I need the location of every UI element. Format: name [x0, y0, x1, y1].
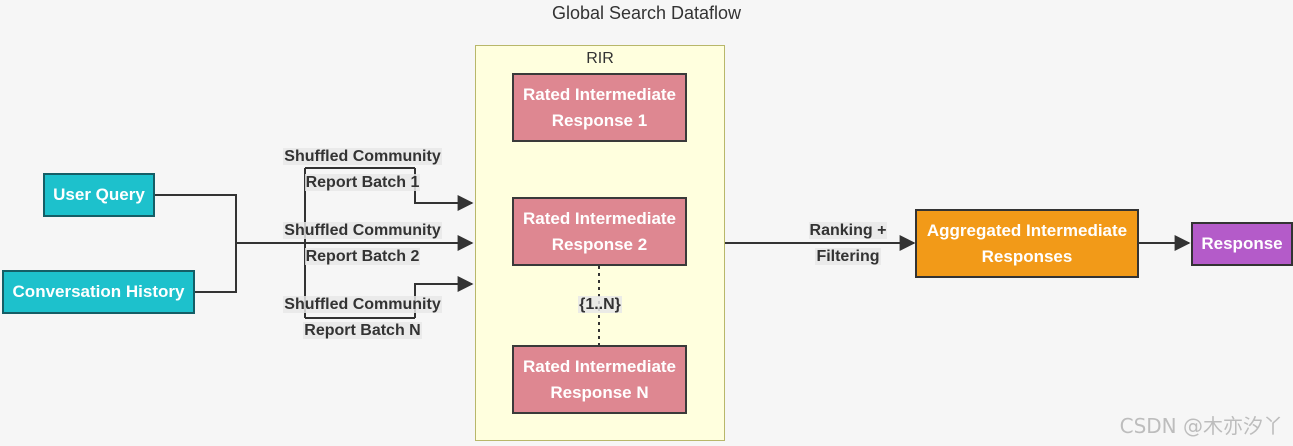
batch-1-line1: Shuffled Community — [283, 148, 442, 165]
range-label: {1..N} — [578, 296, 622, 313]
edge-label-batch-2: Shuffled Community Report Batch 2 — [270, 218, 455, 270]
rated-response-1-line1: Rated Intermediate — [522, 84, 677, 104]
batch-2-line2: Report Batch 2 — [304, 248, 421, 265]
response-label: Response — [1201, 234, 1283, 253]
rated-response-2-line2: Response 2 — [551, 234, 648, 254]
rated-response-n-line1: Rated Intermediate — [522, 356, 677, 376]
edge-label-batch-1: Shuffled Community Report Batch 1 — [270, 144, 455, 196]
conversation-history-label: Conversation History — [12, 282, 185, 301]
edge-label-batch-n: Shuffled Community Report Batch N — [270, 292, 455, 344]
ranking-line2: Filtering — [815, 248, 881, 265]
user-query-node: User Query — [43, 173, 155, 217]
ranking-line1: Ranking + — [808, 222, 888, 239]
edge-label-range: {1..N} — [560, 292, 640, 318]
edge-label-ranking: Ranking + Filtering — [798, 218, 898, 270]
rated-response-1-node: Rated Intermediate Response 1 — [512, 73, 687, 142]
edge-conversation-history — [195, 243, 237, 293]
aggregated-line2: Responses — [981, 246, 1073, 266]
batch-2-line1: Shuffled Community — [283, 222, 442, 239]
batch-n-line2: Report Batch N — [303, 322, 422, 339]
aggregated-line1: Aggregated Intermediate — [926, 220, 1128, 240]
aggregated-responses-node: Aggregated Intermediate Responses — [915, 209, 1139, 278]
batch-1-line2: Report Batch 1 — [304, 174, 421, 191]
response-node: Response — [1191, 222, 1293, 266]
edge-user-query — [155, 194, 237, 243]
watermark: CSDN @木亦汐丫 — [1119, 414, 1283, 438]
rir-label: RIR — [586, 50, 614, 67]
diagram-title: Global Search Dataflow — [551, 3, 742, 23]
rated-response-n-line2: Response N — [550, 382, 649, 402]
batch-n-line1: Shuffled Community — [283, 296, 442, 313]
rated-response-2-line1: Rated Intermediate — [522, 208, 677, 228]
rated-response-1-line2: Response 1 — [551, 110, 648, 130]
conversation-history-node: Conversation History — [2, 270, 195, 314]
rated-response-n-node: Rated Intermediate Response N — [512, 345, 687, 414]
rated-response-2-node: Rated Intermediate Response 2 — [512, 197, 687, 266]
user-query-label: User Query — [53, 185, 145, 204]
